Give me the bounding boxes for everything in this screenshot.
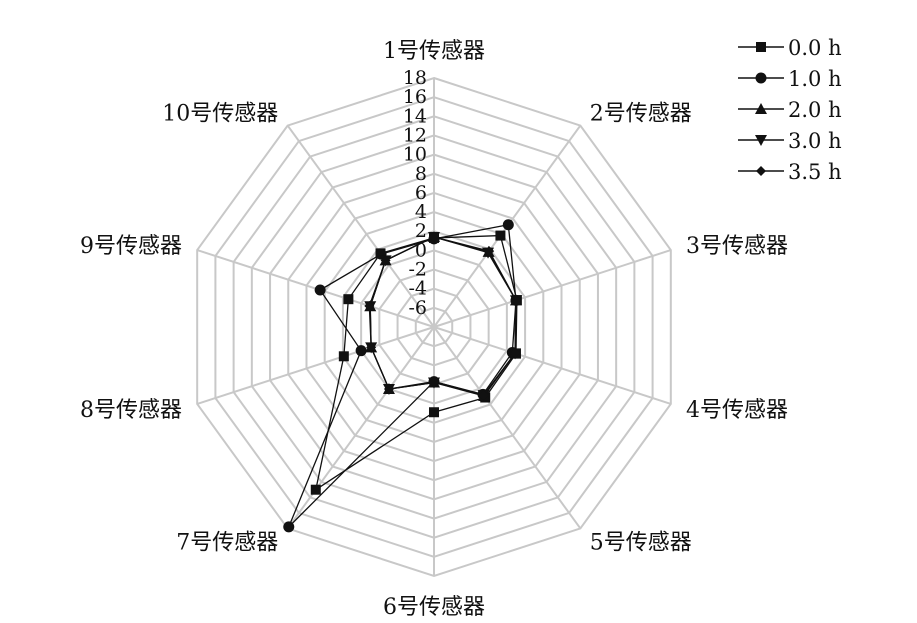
grid-spoke <box>433 249 672 328</box>
diamond-marker <box>510 295 521 306</box>
legend-label: 3.0 h <box>788 129 842 153</box>
tick-label: 12 <box>403 124 427 146</box>
legend-item: 1.0 h <box>738 67 842 91</box>
triangle-up-marker <box>755 103 767 114</box>
axis-labels: 1号传感器 2号传感器 3号传感器 4号传感器 5号传感器 6号传感器 7号传感器 8号传感器… <box>80 39 788 620</box>
legend-label: 3.5 h <box>788 160 842 184</box>
diamond-marker <box>366 342 377 353</box>
circle-marker <box>355 345 367 357</box>
data-series <box>283 219 522 533</box>
legend-label: 1.0 h <box>788 67 842 91</box>
tick-label: 18 <box>403 67 427 89</box>
square-marker <box>495 230 506 241</box>
legend-item: 3.0 h <box>738 129 842 153</box>
tick-label: 2 <box>415 220 427 242</box>
tick-label: -2 <box>408 259 427 281</box>
axis-label: 9号传感器 <box>80 234 182 259</box>
axis-label: 8号传感器 <box>80 398 182 423</box>
legend: 0.0 h 1.0 h 2.0 h 3.0 h 3.5 h <box>738 36 842 184</box>
diamond-marker <box>364 300 375 311</box>
grid-spoke <box>286 326 435 530</box>
grid-spoke <box>433 326 582 530</box>
legend-item: 0.0 h <box>738 36 842 60</box>
diamond-marker <box>756 166 766 176</box>
diamond-marker <box>383 383 394 394</box>
legend-item: 2.0 h <box>738 98 842 122</box>
square-marker <box>429 407 439 418</box>
axis-label: 10号传感器 <box>162 102 278 127</box>
axis-label: 3号传感器 <box>686 234 788 259</box>
axis-label: 4号传感器 <box>686 398 788 423</box>
diamond-marker <box>510 348 521 359</box>
tick-label: 16 <box>403 86 427 108</box>
diamond-marker <box>429 376 439 387</box>
legend-item: 3.5 h <box>738 160 842 184</box>
tick-label: -6 <box>408 297 427 319</box>
tick-label: 4 <box>415 201 427 223</box>
circle-marker <box>283 521 295 533</box>
diamond-marker <box>429 231 439 242</box>
legend-label: 0.0 h <box>788 36 842 60</box>
radar-grid <box>196 76 672 578</box>
grid-spoke <box>196 326 435 405</box>
square-marker <box>338 351 349 362</box>
axis-label: 1号传感器 <box>383 39 485 64</box>
circle-marker <box>755 72 767 84</box>
grid-spoke <box>433 326 672 405</box>
square-marker <box>756 42 766 52</box>
triangle-down-marker <box>755 135 767 146</box>
axis-label: 2号传感器 <box>590 102 692 127</box>
tick-label: 8 <box>415 163 427 185</box>
tick-label: 6 <box>415 182 427 204</box>
legend-label: 2.0 h <box>788 98 842 122</box>
diamond-marker <box>484 246 495 257</box>
circle-marker <box>502 219 514 231</box>
square-marker <box>310 484 321 495</box>
tick-label: -4 <box>408 278 427 300</box>
axis-label: 5号传感器 <box>590 530 692 555</box>
grid-spoke <box>286 124 435 328</box>
tick-label: 14 <box>403 105 427 127</box>
square-marker <box>343 294 354 305</box>
series-4 <box>364 231 521 401</box>
diamond-marker <box>380 255 391 266</box>
tick-label: 10 <box>403 144 427 166</box>
axis-label: 7号传感器 <box>176 530 278 555</box>
diamond-marker <box>478 390 489 401</box>
circle-marker <box>314 284 326 296</box>
axis-label: 6号传感器 <box>383 595 485 620</box>
